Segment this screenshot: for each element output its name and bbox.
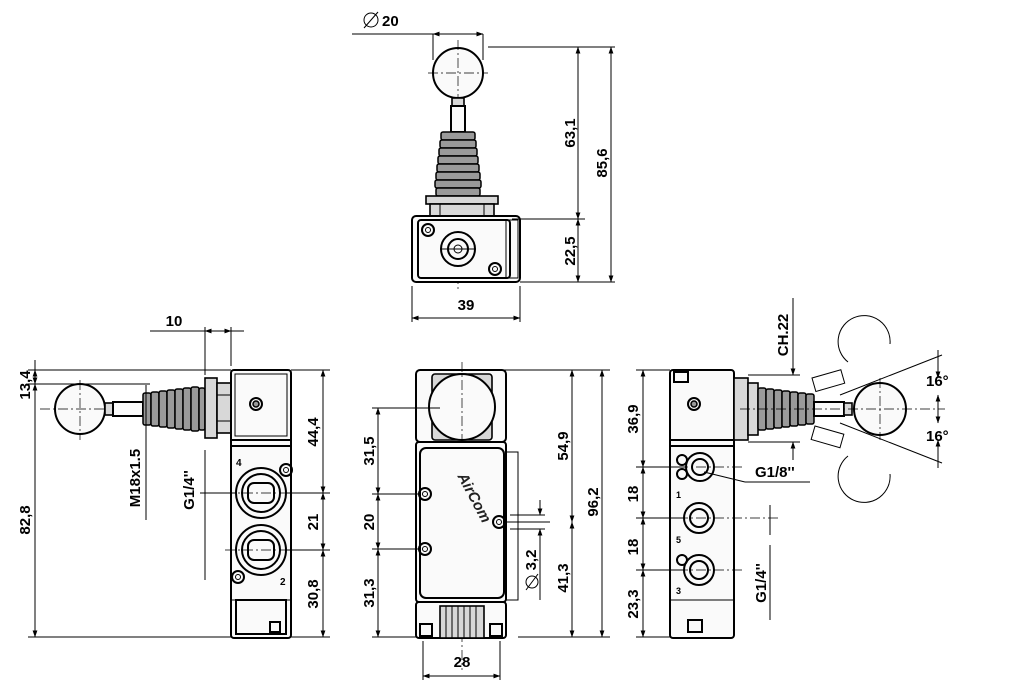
top-lever-shaft [450,105,466,133]
dim-height-b-front: 41,3 [555,563,572,592]
lever-deflected-down [810,425,891,503]
top-bellows [434,131,482,197]
dim-body-width: 39 [458,297,475,314]
dim-lower-front: 31,3 [361,578,378,607]
port-label-2: 2 [280,577,286,588]
dim-ball-diameter: 20 [382,13,399,30]
dim-hole-diameter: 3,2 [523,550,540,571]
dim-total-height-front: 96,2 [585,487,602,516]
port-label-4: 4 [236,458,242,469]
port-label-1: 1 [676,490,681,500]
dim-upper-right: 36,9 [625,404,642,433]
dim-body-height: 22,5 [562,236,579,265]
dim-lower-right: 23,3 [625,589,642,618]
dim-upper-front: 31,5 [361,436,378,465]
dim-angle-up: 16° [926,373,949,390]
dim-port-pitch-b: 18 [625,539,642,556]
dim-lever-height: 63,1 [562,118,579,147]
dim-height-a-front: 54,9 [555,431,572,460]
dim-width-front: 28 [454,654,471,671]
left-bellows [142,386,206,432]
port-label-5: 5 [676,535,681,545]
port-label-3: 3 [676,586,681,596]
dim-lever-offset: 10 [166,313,183,330]
lever-deflected-up [811,315,891,393]
dim-wrench-size: CH.22 [775,314,792,357]
right-view: 1 5 3 [625,298,949,639]
dim-middle-front: 20 [361,514,378,531]
dim-angle-down: 16° [926,428,949,445]
dim-port-pitch-left: 21 [305,514,322,531]
dim-total-height-left: 82,8 [17,505,34,534]
dim-port-pitch-a: 18 [625,486,642,503]
dim-total-height: 85,6 [594,148,611,177]
dim-top-gap: 13,4 [17,370,34,400]
dim-upper-left: 44,4 [305,417,322,447]
top-view: 20 63,1 22,5 85,6 39 [352,11,615,322]
dim-port-thread-left: G1/4'' [181,470,198,510]
dim-thread: M18x1.5 [127,449,144,507]
dim-lower-left: 30,8 [305,579,322,608]
dim-port-thread-right: G1/4'' [753,563,770,603]
dim-pilot-thread: G1/8'' [755,464,795,481]
left-view: 4 2 10 13,4 82,8 M18x1.5 G1/4'' 44,4 [17,313,330,639]
front-view: AirCom 31,5 20 31,3 54,9 [361,362,610,680]
